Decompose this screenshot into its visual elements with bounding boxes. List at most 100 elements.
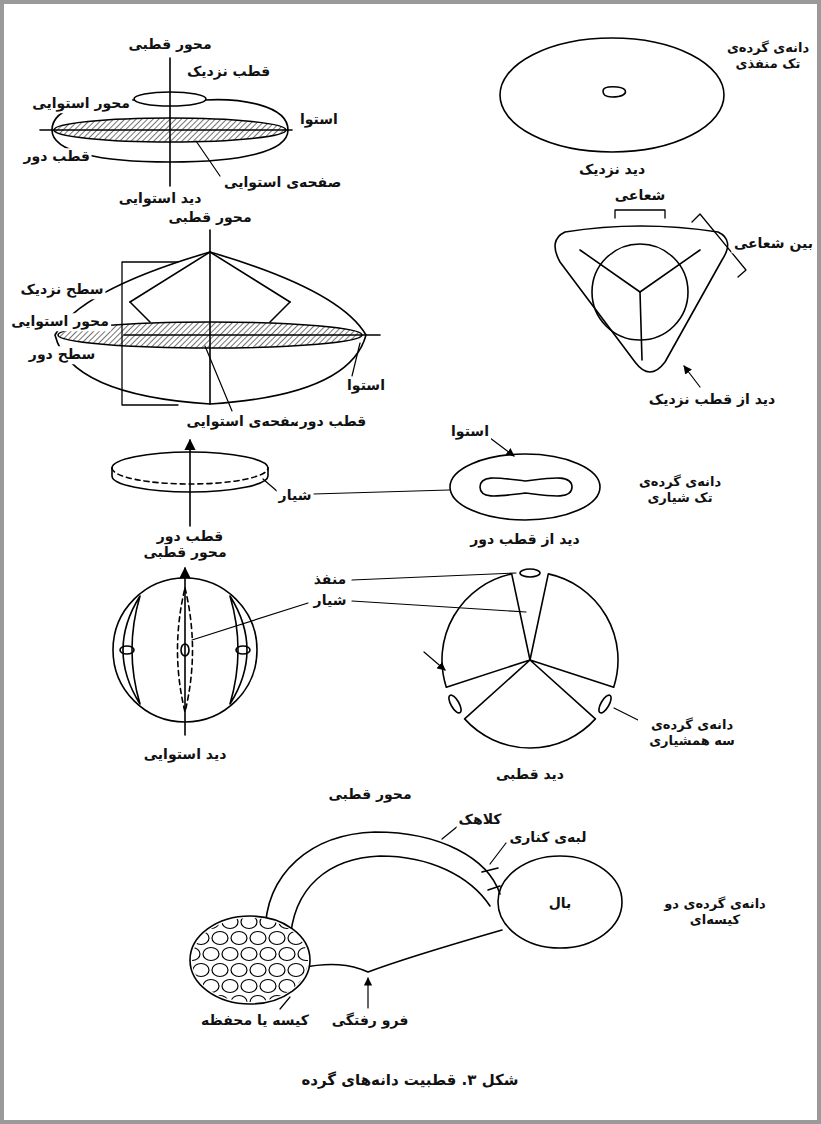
reticulum-cell (241, 948, 257, 961)
saccus (190, 916, 310, 1004)
leader-line (192, 603, 308, 640)
reticulum-cell (260, 916, 276, 929)
reticulum-cell (279, 916, 295, 929)
reticulum-cell (222, 980, 238, 993)
part-label: محور استوایی (30, 95, 132, 113)
part-label: دانه‌ی گرده‌ی دو کیسه‌ای (661, 896, 769, 929)
reticulum-cell (212, 964, 228, 977)
reticulum-cell (212, 996, 228, 1009)
laesura (640, 250, 700, 292)
grain-outline (500, 38, 724, 152)
reticulum-cell (279, 980, 295, 993)
leader-line (352, 343, 360, 376)
saccus (498, 856, 622, 948)
bracket (615, 210, 665, 218)
part-label: سطح نزدیک (18, 281, 105, 299)
part-label: قطب نزدیک (185, 63, 272, 81)
distal-furrow (300, 930, 502, 972)
reticulum-cell (193, 932, 209, 945)
part-label: کیسه یا محفظه (199, 1012, 311, 1030)
reticulum (184, 916, 323, 1009)
reticulum-cell (222, 916, 238, 929)
bracket (122, 262, 178, 405)
reticulum-cell (193, 996, 209, 1009)
part-label: قطب دور (298, 413, 368, 431)
reticulum-cell (231, 964, 247, 977)
reticulum-cell (184, 980, 200, 993)
part-label: کلاهک (457, 811, 504, 829)
laesura (130, 252, 210, 302)
reticulum-cell (212, 932, 228, 945)
equatorial-axis (40, 129, 292, 131)
reticulum-cell (184, 916, 200, 929)
part-label: دید از قطب نزدیک (647, 391, 777, 409)
figure-caption: شکل ۳. قطبیت دانه‌های گرده (299, 1071, 520, 1090)
leader-arrow (367, 978, 368, 1008)
part-label: محور استوایی (9, 313, 111, 331)
polar-axis (189, 440, 191, 526)
part-label: فرو رفتگی (330, 1012, 411, 1030)
part-label: دید از قطب دور (468, 531, 582, 549)
part-label: استوا (298, 111, 340, 129)
polar-axis (209, 230, 211, 404)
pore (447, 693, 464, 714)
grain-outline (555, 226, 728, 372)
part-label: محور قطبی (126, 36, 213, 54)
laesura (210, 252, 290, 302)
pore (520, 569, 540, 577)
part-label: محور قطبی (141, 544, 228, 562)
part-label: دید نزدیک (577, 161, 647, 179)
part-label: صفحه‌ی استوایی (222, 174, 343, 192)
laesura (130, 302, 150, 322)
part-label: شعاعی (613, 187, 668, 205)
laesura (640, 292, 642, 360)
reticulum-cell (250, 932, 266, 945)
part-label: قطب دور (155, 528, 225, 546)
part-label: استوا (449, 423, 491, 441)
reticulum-cell (307, 996, 323, 1009)
pore (603, 87, 625, 97)
reticulum-cell (203, 980, 219, 993)
part-label: شیار (277, 487, 314, 505)
equatorial-axis (124, 334, 380, 336)
part-label: قطب دور (22, 148, 92, 166)
reticulum-cell (288, 932, 304, 945)
reticulum-cell (241, 980, 257, 993)
colpus (123, 596, 140, 704)
part-label: منفذ (312, 571, 349, 589)
reticulum-cell (203, 948, 219, 961)
leader-arrow (490, 438, 514, 456)
leader-line (490, 843, 506, 864)
colpus (230, 596, 247, 704)
polar-axis (184, 568, 186, 735)
grain-outline (442, 574, 618, 748)
part-label: دید قطبی (494, 766, 566, 784)
part-label: دانه‌ی گرده‌ی تک شیاری (632, 474, 728, 507)
leader-line (280, 997, 290, 1009)
lateral-ridge (268, 868, 500, 936)
part-label: دید استوایی (142, 746, 229, 764)
reticulum-cell (307, 932, 323, 945)
leader-line (196, 141, 220, 176)
part-label: بال (547, 895, 574, 913)
body-outline (290, 856, 490, 944)
laesura (580, 250, 640, 292)
reticulum-cell (184, 948, 200, 961)
reticulum-cell (241, 916, 257, 929)
part-label: دانه‌ی گرده‌ی سه همشیاری (638, 717, 746, 750)
part-label: صفحه‌ی استوایی (184, 413, 305, 431)
cap-outline (265, 832, 500, 935)
laesura (270, 302, 290, 322)
reticulum-cell (193, 964, 209, 977)
reticulum-cell (260, 980, 276, 993)
reticulum-cell (231, 996, 247, 1009)
reticulum-cell (269, 964, 285, 977)
reticulum-cell (260, 948, 276, 961)
reticulum-cell (222, 948, 238, 961)
part-label: لبه‌ی کناری (507, 829, 588, 847)
part-label: دانه‌ی گرده‌ی تک منفذی (721, 40, 815, 73)
reticulum-cell (231, 932, 247, 945)
reticulum-cell (250, 964, 266, 977)
